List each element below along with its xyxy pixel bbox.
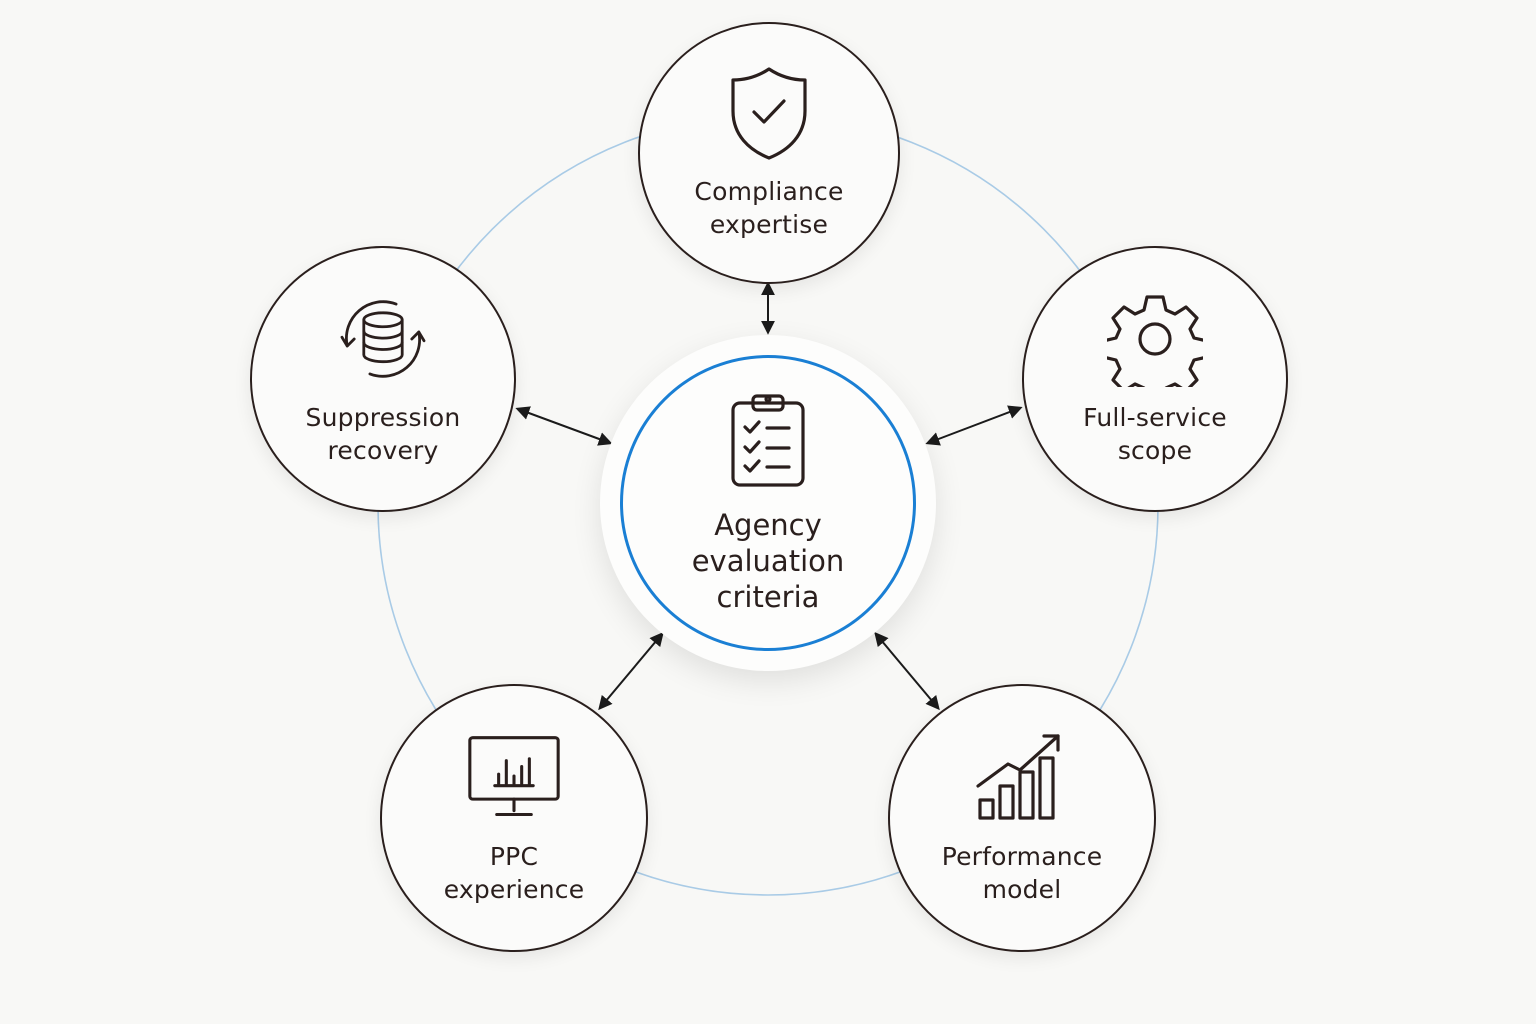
connector-fullservice [925, 405, 1023, 446]
clipboard-checklist-icon [718, 391, 818, 491]
node-suppression: Suppression recovery [250, 246, 516, 512]
node-performance: Performance model [888, 684, 1156, 952]
growth-chart-icon [974, 730, 1070, 826]
node-label: Full-service scope [1083, 403, 1227, 465]
node-ppc: PPC experience [380, 684, 648, 952]
shield-check-icon [721, 65, 817, 161]
node-label: Compliance expertise [694, 177, 844, 239]
node-fullservice: Full-service scope [1022, 246, 1288, 512]
node-label: Performance model [941, 842, 1103, 904]
connector-suppression [515, 406, 613, 446]
center-node-ring: Agency evaluation criteria [620, 355, 916, 651]
connector-ppc [598, 631, 664, 711]
center-label: Agency evaluation criteria [691, 508, 845, 614]
monitor-chart-icon [466, 730, 562, 826]
database-sync-icon [335, 291, 431, 387]
connector-performance [874, 631, 940, 711]
node-label: Suppression recovery [305, 403, 461, 465]
node-label: PPC experience [443, 842, 585, 904]
node-compliance: Compliance expertise [638, 22, 900, 284]
gear-icon [1107, 291, 1203, 387]
